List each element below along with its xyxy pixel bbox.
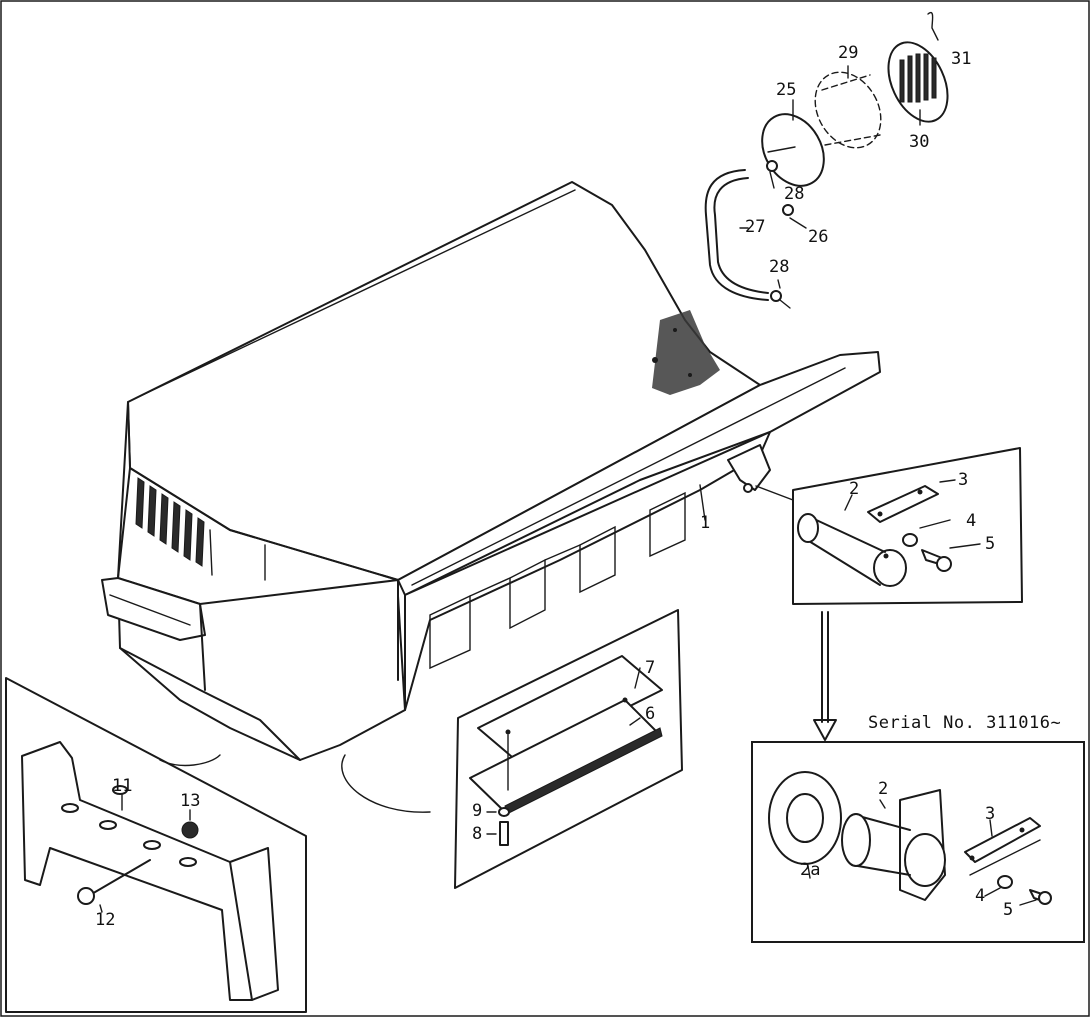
callout-variant-2: 2	[878, 779, 889, 799]
callout-13: 13	[180, 791, 201, 811]
callout-3: 3	[958, 470, 969, 490]
callout-9: 9	[472, 801, 483, 821]
callout-variant-5: 5	[1003, 900, 1014, 920]
callout-7: 7	[645, 658, 656, 678]
callout-28b: 28	[769, 257, 790, 277]
slope-shading	[652, 310, 720, 395]
serial-number-note: Serial No. 311016~	[868, 713, 1062, 733]
callout-2: 2	[849, 479, 860, 499]
callout-variant-3: 3	[985, 804, 996, 824]
intake-assembly	[704, 11, 949, 309]
callout-26: 26	[808, 227, 829, 247]
callout-8: 8	[472, 824, 483, 844]
callout-11: 11	[112, 776, 133, 796]
callout-variant-4: 4	[975, 886, 986, 906]
callout-4: 4	[966, 511, 977, 531]
callout-variant-2a: 2a	[800, 860, 821, 880]
hinge-pin-box	[755, 447, 1023, 741]
callout-25: 25	[776, 80, 797, 100]
callout-28a: 28	[784, 184, 805, 204]
cover-plate-box	[454, 609, 683, 889]
serial-variant-box	[751, 741, 1085, 943]
callout-6: 6	[645, 704, 656, 724]
callout-30: 30	[909, 132, 930, 152]
callout-31: 31	[951, 49, 972, 69]
callout-29: 29	[838, 43, 859, 63]
hinge-bracket	[727, 444, 771, 491]
callout-5: 5	[985, 534, 996, 554]
bracket-box	[5, 677, 307, 1013]
side-panels	[429, 491, 686, 670]
front-grille	[135, 477, 266, 581]
hood-body	[101, 181, 881, 813]
callout-27: 27	[745, 217, 766, 237]
callout-12: 12	[95, 910, 116, 930]
callout-1: 1	[700, 513, 711, 533]
hose-center	[341, 754, 431, 813]
